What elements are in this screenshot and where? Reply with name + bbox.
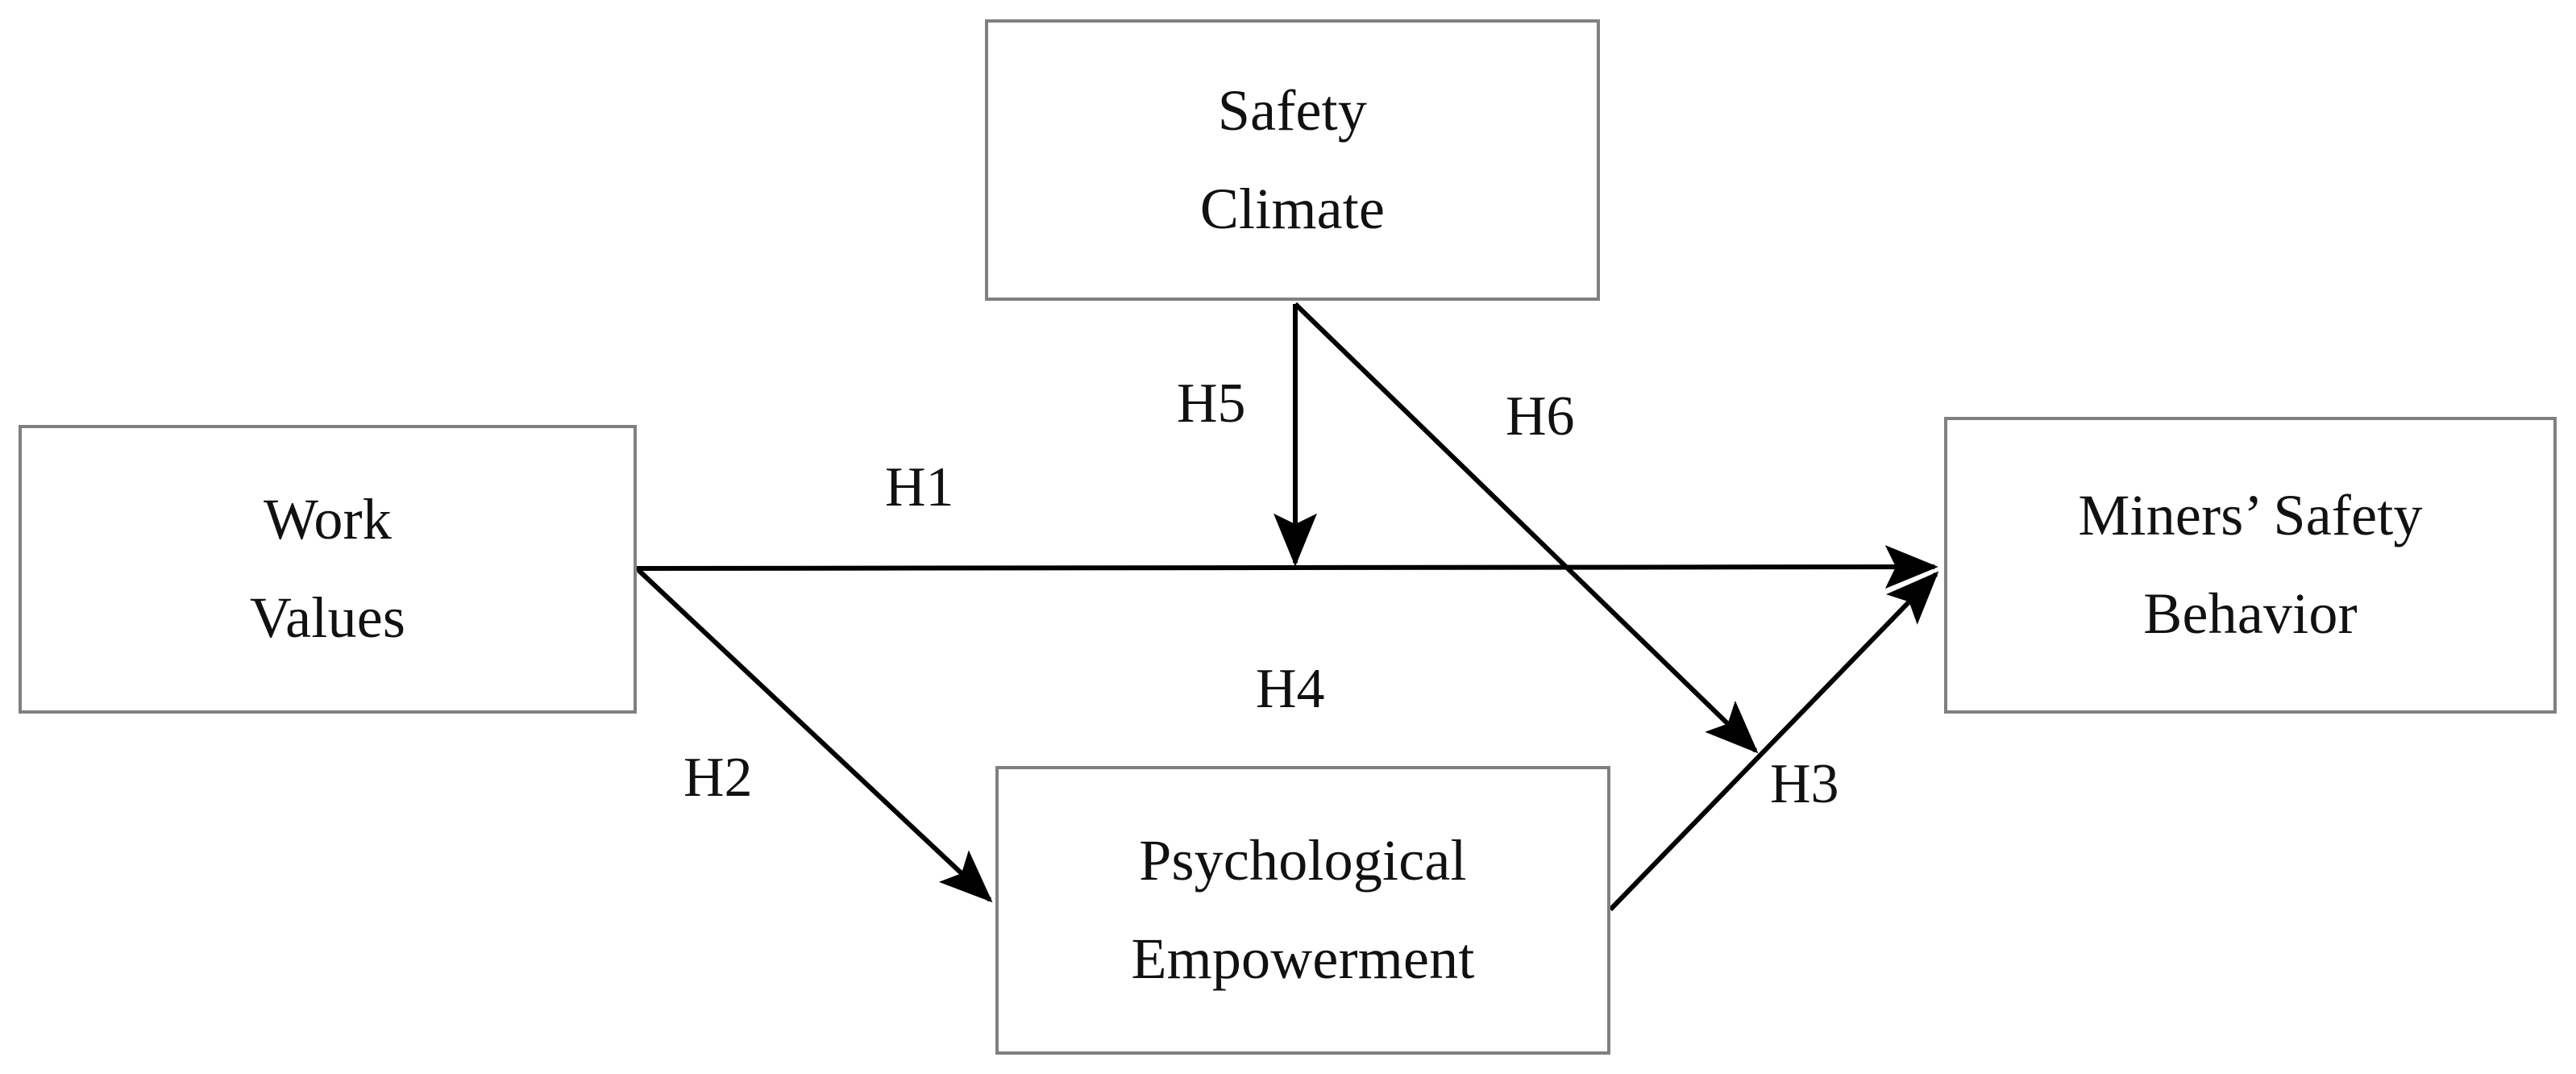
construct-label-miners-safety-behavior-line2: Behavior — [2143, 581, 2358, 646]
hypothesis-label-h6: H6 — [1506, 385, 1575, 448]
construct-box-safety-climate: Safety Climate — [985, 19, 1600, 301]
hypothesis-label-h2: H2 — [683, 747, 753, 809]
construct-label-psychological-empowerment-line2: Empowerment — [1131, 926, 1475, 991]
construct-label-work-values-line2: Values — [249, 585, 406, 650]
hypothesis-label-h5: H5 — [1177, 373, 1246, 435]
hypothesis-label-h1: H1 — [885, 456, 954, 518]
construct-label-work-values-line1: Work — [264, 487, 392, 552]
hypothesis-label-h4: H4 — [1256, 658, 1325, 720]
hypothesis-label-h3: H3 — [1770, 753, 1839, 815]
construct-label-psychological-empowerment-line1: Psychological — [1139, 828, 1467, 893]
construct-box-psychological-empowerment: Psychological Empowerment — [995, 766, 1610, 1055]
construct-box-miners-safety-behavior: Miners’ Safety Behavior — [1944, 417, 2557, 714]
arrow-h2 — [636, 568, 993, 903]
construct-label-miners-safety-behavior-line1: Miners’ Safety — [2078, 483, 2423, 548]
arrow-h1 — [636, 545, 1938, 589]
arrow-h3 — [1608, 571, 1939, 912]
arrow-h6 — [1293, 302, 1759, 754]
construct-box-work-values: Work Values — [19, 425, 637, 714]
construct-label-safety-climate-line2: Climate — [1199, 176, 1386, 241]
construct-label-safety-climate-line1: Safety — [1217, 77, 1368, 143]
